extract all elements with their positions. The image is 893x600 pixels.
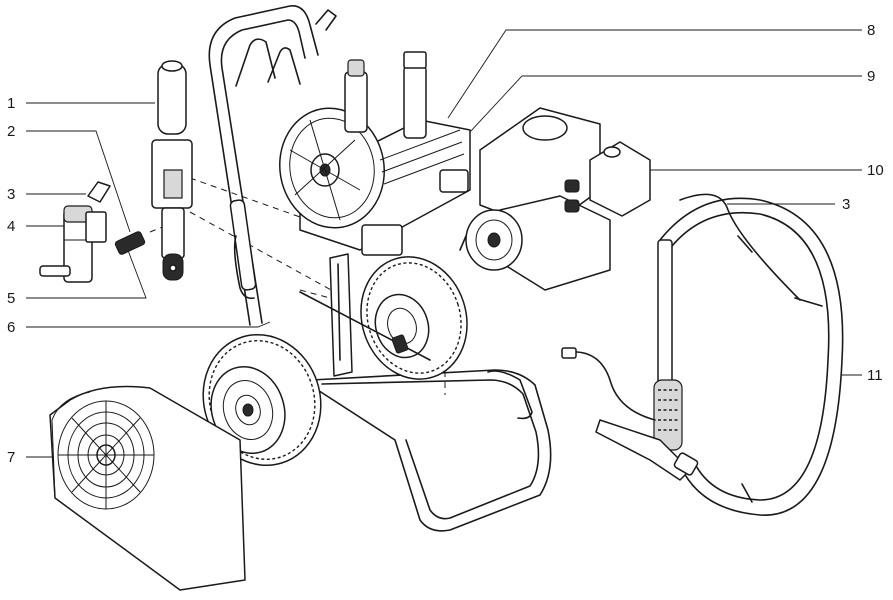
callout-10: 10 <box>867 162 884 179</box>
hose-and-spray-gun <box>561 193 844 516</box>
leader-2 <box>26 130 131 233</box>
drive-assembly <box>278 51 471 256</box>
callout-3-filter: 3 <box>7 186 15 203</box>
callout-11: 11 <box>867 367 883 384</box>
engine <box>459 107 651 291</box>
callout-6: 6 <box>7 319 15 336</box>
callout-labels: 1 2 3 4 5 6 7 8 9 10 3 11 <box>7 22 884 466</box>
pump-assembly <box>151 60 193 281</box>
callout-2: 2 <box>7 123 15 140</box>
callout-4: 4 <box>7 218 15 235</box>
leader-6 <box>26 321 271 328</box>
belt-guard-shroud <box>49 385 246 591</box>
wheel-front <box>202 333 322 467</box>
wheel-rear <box>299 256 468 380</box>
callout-5: 5 <box>7 290 15 307</box>
leader-9 <box>469 75 862 133</box>
callout-7: 7 <box>7 449 15 466</box>
cart-frame <box>208 5 552 532</box>
callout-9: 9 <box>867 68 875 85</box>
callout-3-hose: 3 <box>842 196 850 213</box>
leader-lines <box>26 29 862 458</box>
callout-8: 8 <box>867 22 875 39</box>
leader-5 <box>26 244 147 299</box>
filter-valve-assembly <box>39 181 146 283</box>
leader-8 <box>447 29 862 119</box>
callout-1: 1 <box>7 95 15 112</box>
